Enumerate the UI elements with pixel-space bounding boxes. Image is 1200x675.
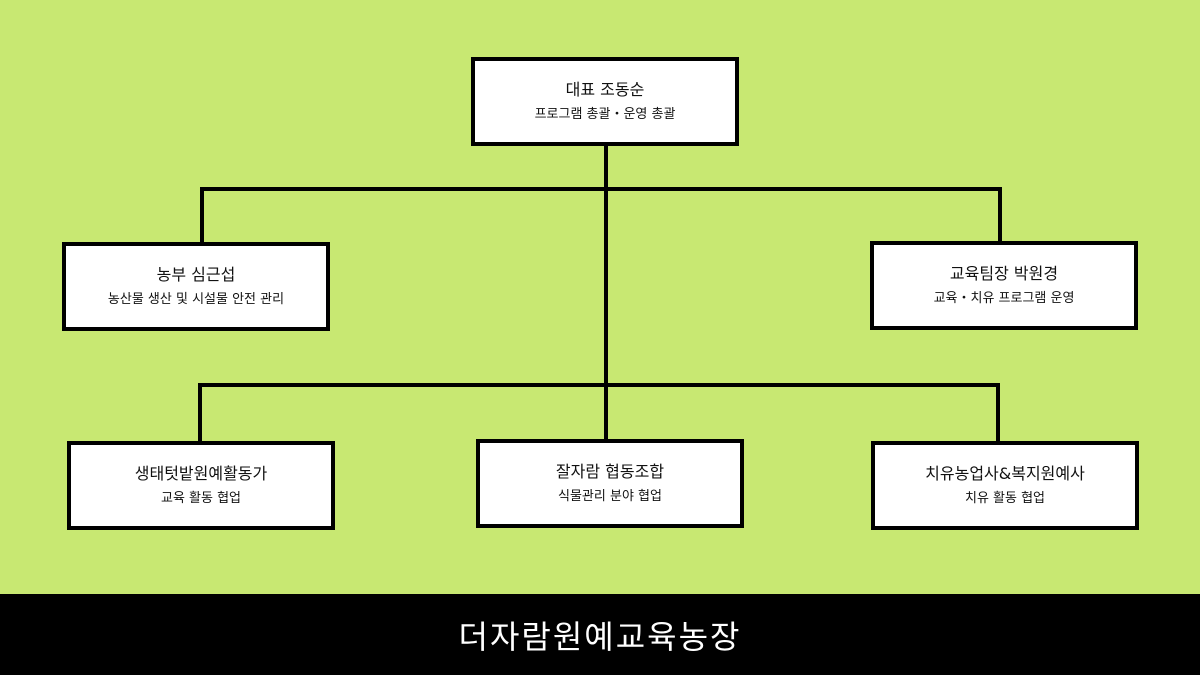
node-role: 교육 활동 협업 — [160, 490, 242, 506]
footer-title: 더자람원예교육농장 — [458, 617, 742, 656]
footer-bar: 더자람원예교육농장 — [0, 594, 1200, 675]
node-name: 농부 심근섭 — [156, 264, 236, 284]
node-welfare: 치유농업사&복지원예사 치유 활동 협업 — [871, 441, 1139, 530]
node-name: 생태텃밭원예활동가 — [134, 463, 268, 483]
node-role: 식물관리 분야 협업 — [558, 488, 662, 504]
org-chart: 대표 조동순 프로그램 총괄・운영 총괄 농부 심근섭 농산물 생산 및 시설물… — [62, 57, 1139, 530]
node-name: 잘자람 협동조합 — [555, 461, 665, 481]
node-coop: 잘자람 협동조합 식물관리 분야 협업 — [476, 439, 744, 528]
node-edu-lead: 교육팀장 박원경 교육・치유 프로그램 운영 — [870, 241, 1138, 330]
node-role: 치유 활동 협업 — [964, 490, 1046, 506]
node-eco-garden: 생태텃밭원예활동가 교육 활동 협업 — [67, 441, 335, 530]
node-role: 프로그램 총괄・운영 총괄 — [534, 106, 676, 122]
node-farmer: 농부 심근섭 농산물 생산 및 시설물 안전 관리 — [62, 242, 330, 331]
node-role: 교육・치유 프로그램 운영 — [933, 290, 1075, 306]
node-name: 교육팀장 박원경 — [949, 263, 1059, 283]
node-ceo: 대표 조동순 프로그램 총괄・운영 총괄 — [471, 57, 739, 146]
connector-lines — [198, 146, 1002, 442]
node-role: 농산물 생산 및 시설물 안전 관리 — [107, 291, 285, 307]
node-name: 대표 조동순 — [565, 79, 645, 99]
node-name: 치유농업사&복지원예사 — [925, 463, 1085, 483]
